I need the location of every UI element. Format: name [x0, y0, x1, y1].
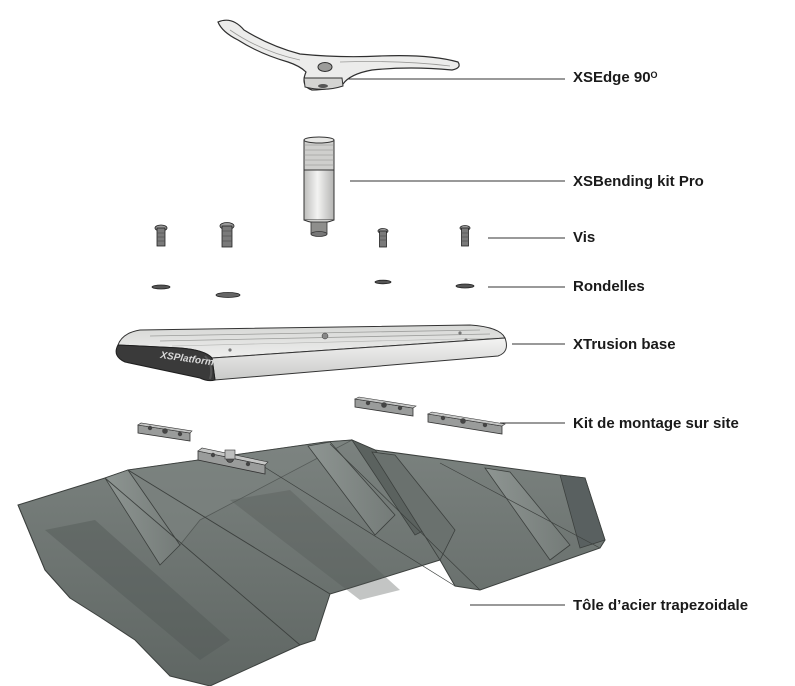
washer-4	[455, 283, 475, 289]
screw-1	[154, 224, 168, 247]
label-base: XTrusion base	[573, 336, 676, 353]
washer-3	[374, 279, 392, 285]
mounting-plate-4	[427, 411, 506, 435]
mounting-plate-3	[354, 396, 417, 417]
bending-kit-cylinder	[303, 136, 335, 237]
label-xsedge: XSEdge 90O	[573, 69, 658, 87]
washer-1	[151, 284, 171, 290]
washer-2	[215, 292, 241, 298]
leader-lines	[348, 78, 565, 606]
screw-4	[459, 225, 471, 247]
label-mounting-kit: Kit de montage sur site	[573, 415, 739, 432]
screws	[154, 222, 471, 248]
mounting-plate-1	[137, 422, 193, 442]
label-roof-sheet: Tôle d’acier trapezoidale	[573, 597, 749, 614]
label-xsedge-text: XSEdge 90	[573, 69, 651, 86]
label-washers: Rondelles	[573, 278, 645, 295]
mounting-plate-2	[197, 447, 269, 475]
label-screws: Vis	[573, 229, 596, 246]
xsedge-bracket	[217, 19, 460, 91]
screw-3	[377, 228, 389, 248]
label-xsedge-superscript: O	[650, 70, 658, 80]
screw-2	[219, 222, 235, 248]
label-bending-kit: XSBending kit Pro	[573, 173, 704, 190]
xtrusion-base	[115, 324, 507, 382]
trapezoidal-steel-sheet	[17, 439, 606, 686]
washers	[151, 279, 475, 298]
mounting-kit-plates	[137, 396, 506, 475]
